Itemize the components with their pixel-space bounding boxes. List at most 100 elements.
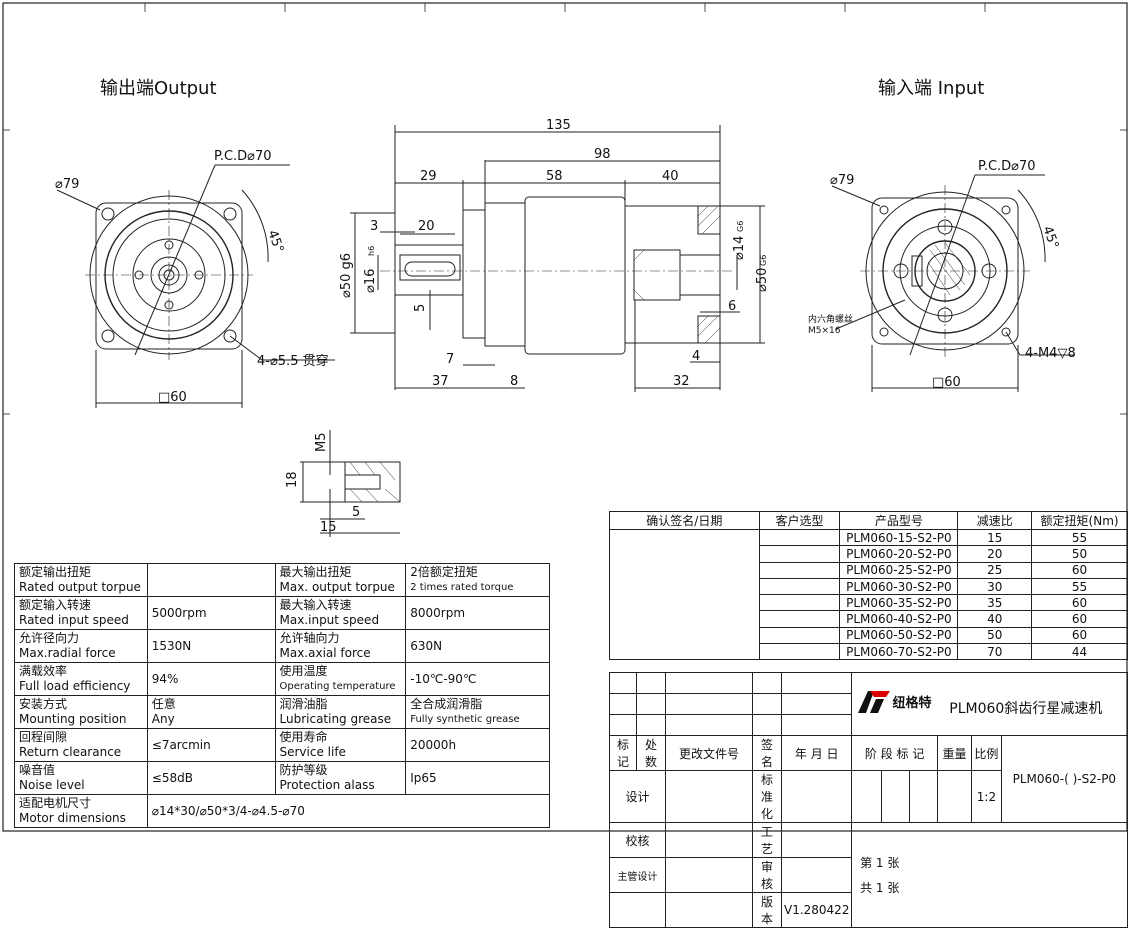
ratio-cell: 15 (957, 528, 1033, 547)
dim-50g6: ⌀50 g6 (339, 253, 354, 298)
motor-dimensions-value: ⌀14*30/⌀50*3/4-⌀4.5-⌀70 (146, 794, 551, 828)
customer-cell (758, 610, 841, 628)
dim-pcd-out: P.C.D⌀70 (214, 149, 272, 164)
dim-37: 37 (432, 374, 449, 389)
torque-cell: 60 (1031, 626, 1128, 645)
torque-cell: 60 (1031, 594, 1128, 612)
spec-param-cn: 回程间隙 (19, 730, 68, 744)
row-design: 设计 (609, 770, 666, 823)
dim-20: 20 (418, 219, 435, 234)
spec-param-cn: 适配电机尺寸 (19, 796, 92, 810)
spec-value: 5000rpm (146, 596, 276, 630)
spec-value: 8000rpm (405, 596, 550, 630)
ratio-cell: 50 (957, 626, 1033, 645)
torque-cell: 60 (1031, 561, 1128, 579)
brand-logo-icon (858, 690, 891, 713)
header-torque: 额定扭矩(Nm) (1031, 511, 1128, 530)
dim-14g6: ⌀14 (732, 236, 747, 260)
spec-param-cn: 安装方式 (19, 697, 68, 711)
spec-param-cn: 最大输出扭矩 (279, 565, 352, 579)
dim-g6a: G6 (736, 221, 745, 232)
spec-value: Ip65 (405, 761, 550, 795)
spec-value-main: 2倍额定扭矩 (410, 565, 478, 579)
dim-98: 98 (594, 147, 611, 162)
dim-32: 32 (673, 374, 690, 389)
th-mark: 标记 (608, 735, 638, 771)
customer-cell (758, 643, 841, 661)
title-block: 纽格特 PLM060斜齿行星减速机 标记 处数 更改文件号 签名 年 月 日 阶… (608, 672, 1129, 928)
dim-16h6: ⌀16 (363, 269, 378, 293)
dim-29: 29 (420, 169, 437, 184)
th-stage: 阶 段 标 记 (851, 735, 938, 771)
model-table: 确认签名/日期 客户选型 产品型号 减速比 额定扭矩(Nm) PLM060-15… (609, 511, 1128, 661)
screw-label-spec: M5×16 (808, 326, 841, 336)
spec-value-main: -10℃-90℃ (410, 671, 477, 686)
ratio-cell: 40 (957, 610, 1033, 628)
spec-param-en: Protection alass (279, 778, 375, 792)
torque-cell: 55 (1031, 528, 1128, 547)
brand-name: 纽格特 (892, 696, 932, 711)
ratio-cell: 30 (957, 577, 1033, 596)
row-check: 校核 (609, 822, 666, 858)
model-cell: PLM060-50-S2-P0 (839, 626, 959, 645)
spec-param-en: Max.axial force (279, 646, 371, 660)
model-cell: PLM060-20-S2-P0 (839, 545, 959, 563)
spec-param-cn: 允许轴向力 (279, 631, 340, 645)
brand-logo: 纽格特 (858, 690, 932, 713)
customer-cell (758, 561, 841, 579)
spec-value-main: Ip65 (410, 770, 437, 785)
header-model: 产品型号 (839, 511, 959, 530)
row-standard: 标准化 (752, 770, 782, 823)
model-cell: PLM060-30-S2-P0 (839, 577, 959, 596)
spec-value: 1530N (146, 629, 276, 663)
torque-cell: 60 (1031, 610, 1128, 628)
dim-g6b: G6 (759, 255, 768, 266)
dim-4: 4 (692, 349, 700, 364)
th-weight: 重量 (936, 735, 973, 771)
dim-18: 18 (285, 471, 300, 488)
confirm-cell (609, 528, 760, 661)
th-sign: 签名 (752, 735, 782, 771)
dim-58: 58 (546, 169, 563, 184)
spec-param-en: Service life (279, 745, 346, 759)
torque-cell: 50 (1031, 545, 1128, 563)
spec-param-cn: 润滑油脂 (279, 697, 328, 711)
header-customer: 客户选型 (758, 511, 841, 530)
dim-phi79-in: ⌀79 (830, 173, 854, 188)
drawing-sheet: P.C.D⌀70 ⌀79 45° 4-⌀5.5 贯穿 □60 135 98 29… (2, 2, 1128, 832)
model-cell: PLM060-35-S2-P0 (839, 594, 959, 612)
spec-param-en: Noise level (19, 778, 85, 792)
spec-value: 630N (405, 629, 550, 663)
dim-7: 7 (446, 352, 454, 367)
row-version: V1.280422 (780, 892, 853, 928)
th-scale: 比例 (971, 735, 1002, 771)
ratio-cell: 70 (957, 643, 1033, 661)
torque-cell: 44 (1031, 643, 1128, 661)
spec-param-en: Operating temperature (279, 681, 396, 692)
spec-param-cn: 额定输入转速 (19, 598, 92, 612)
dim-angle-in: 45° (1039, 224, 1061, 251)
technical-drawing: P.C.D⌀70 ⌀79 45° 4-⌀5.5 贯穿 □60 135 98 29… (2, 2, 1128, 832)
dim-pcd-in: P.C.D⌀70 (978, 159, 1036, 174)
input-end-view (831, 174, 1075, 392)
spec-value: -10℃-90℃ (405, 662, 550, 696)
spec-param-en: Max.radial force (19, 646, 116, 660)
dim-3: 3 (370, 219, 378, 234)
th-count: 处数 (636, 735, 666, 771)
spec-value-sub: 2 times rated torque (410, 582, 514, 593)
